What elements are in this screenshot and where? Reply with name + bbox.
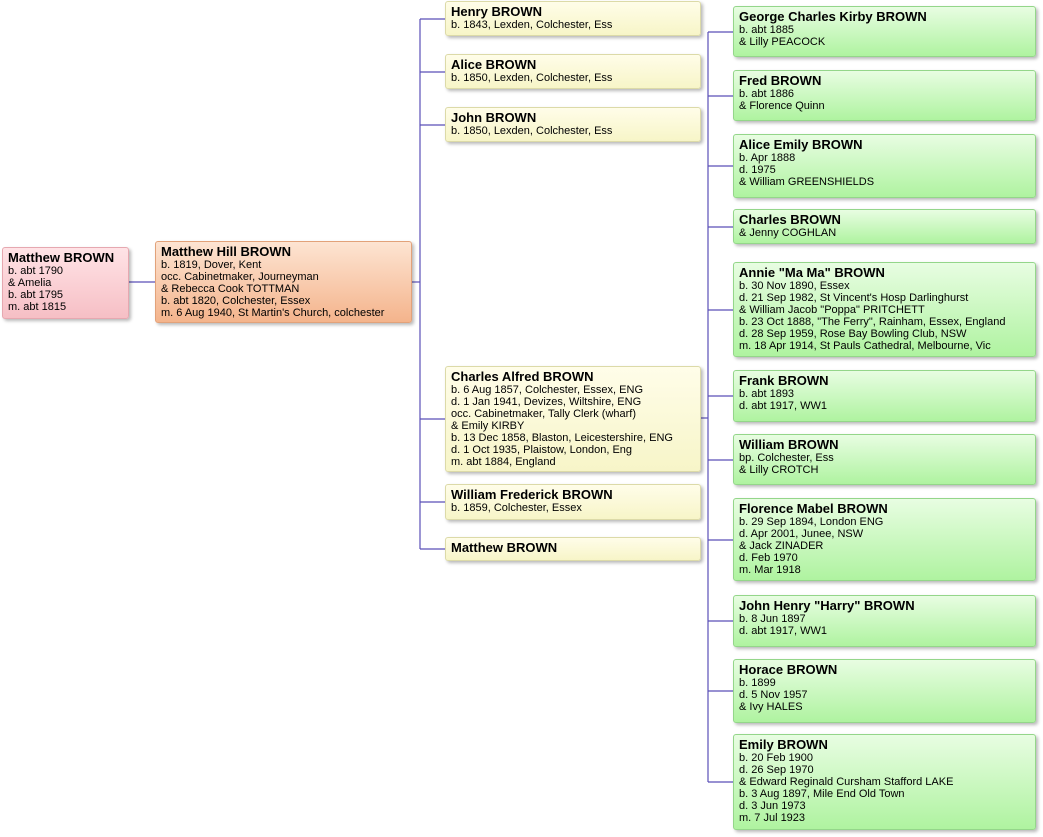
person-detail: b. 1850, Lexden, Colchester, Ess: [451, 125, 613, 137]
person-name: Emily BROWN: [739, 737, 828, 752]
person-detail: m. 7 Jul 1923: [739, 812, 806, 824]
person-detail: bp. Colchester, Ess: [739, 452, 834, 464]
person-detail: d. 3 Jun 1973: [739, 800, 806, 812]
person-detail: b. 29 Sep 1894, London ENG: [739, 516, 884, 528]
person-detail: d. 1 Oct 1935, Plaistow, London, Eng: [451, 444, 633, 456]
person-detail: b. abt 1795: [8, 289, 64, 301]
person-detail: b. abt 1893: [739, 388, 795, 400]
person-name: Alice BROWN: [451, 57, 537, 72]
person-detail: b. abt 1820, Colchester, Essex: [161, 295, 311, 307]
person-name: Henry BROWN: [451, 4, 543, 19]
person-detail: m. abt 1884, England: [451, 456, 556, 468]
person-detail: m. abt 1815: [8, 301, 67, 313]
person-name: Charles BROWN: [739, 212, 841, 227]
person-detail: b. 23 Oct 1888, "The Ferry", Rainham, Es…: [739, 316, 1006, 328]
person-name: Alice Emily BROWN: [739, 137, 863, 152]
person-box[interactable]: Charles BROWN& Jenny COGHLAN: [733, 209, 1036, 244]
person-detail: d. Feb 1970: [739, 552, 798, 564]
person-detail: occ. Cabinetmaker, Journeyman: [161, 271, 319, 283]
person-detail: b. 1859, Colchester, Essex: [451, 502, 582, 514]
person-detail: & Amelia: [8, 277, 52, 289]
person-detail: b. 8 Jun 1897: [739, 613, 806, 625]
person-detail: d. 28 Sep 1959, Rose Bay Bowling Club, N…: [739, 328, 967, 340]
person-detail: & Jenny COGHLAN: [739, 227, 837, 239]
person-detail: b. 1843, Lexden, Colchester, Ess: [451, 19, 613, 31]
person-detail: d. 1975: [739, 164, 776, 176]
person-detail: b. 6 Aug 1857, Colchester, Essex, ENG: [451, 384, 643, 396]
person-name: John BROWN: [451, 110, 537, 125]
person-detail: d. 26 Sep 1970: [739, 764, 814, 776]
person-detail: & Lilly PEACOCK: [739, 36, 826, 48]
person-name: Matthew BROWN: [8, 250, 115, 265]
person-name: William Frederick BROWN: [451, 487, 613, 502]
person-name: Charles Alfred BROWN: [451, 369, 594, 384]
person-name: Frank BROWN: [739, 373, 829, 388]
person-detail: & William Jacob "Poppa" PRITCHETT: [739, 304, 925, 316]
person-detail: d. 1 Jan 1941, Devizes, Wiltshire, ENG: [451, 396, 642, 408]
person-name: Annie "Ma Ma" BROWN: [739, 265, 885, 280]
person-name: Florence Mabel BROWN: [739, 501, 888, 516]
person-detail: & William GREENSHIELDS: [739, 176, 875, 188]
person-detail: b. 13 Dec 1858, Blaston, Leicestershire,…: [451, 432, 673, 444]
person-detail: d. 21 Sep 1982, St Vincent's Hosp Darlin…: [739, 292, 969, 304]
person-detail: & Edward Reginald Cursham Stafford LAKE: [739, 776, 954, 788]
person-detail: b. abt 1886: [739, 88, 795, 100]
person-detail: b. 30 Nov 1890, Essex: [739, 280, 850, 292]
person-detail: & Rebecca Cook TOTTMAN: [161, 283, 300, 295]
person-detail: b. 1899: [739, 677, 776, 689]
person-detail: d. Apr 2001, Junee, NSW: [739, 528, 864, 540]
person-detail: d. abt 1917, WW1: [739, 625, 828, 637]
person-detail: b. 1850, Lexden, Colchester, Ess: [451, 72, 613, 84]
person-detail: & Lilly CROTCH: [739, 464, 819, 476]
person-detail: occ. Cabinetmaker, Tally Clerk (wharf): [451, 408, 637, 420]
person-detail: b. 3 Aug 1897, Mile End Old Town: [739, 788, 905, 800]
person-name: Horace BROWN: [739, 662, 838, 677]
person-detail: & Emily KIRBY: [451, 420, 525, 432]
person-detail: d. abt 1917, WW1: [739, 400, 828, 412]
person-detail: d. 5 Nov 1957: [739, 689, 808, 701]
person-name: John Henry "Harry" BROWN: [739, 598, 915, 613]
person-name: William BROWN: [739, 437, 839, 452]
person-detail: m. 18 Apr 1914, St Pauls Cathedral, Melb…: [739, 340, 991, 352]
person-detail: & Jack ZINADER: [739, 540, 824, 552]
person-detail: & Florence Quinn: [739, 100, 825, 112]
person-name: Matthew Hill BROWN: [161, 244, 291, 259]
person-name: Matthew BROWN: [451, 540, 558, 555]
person-name: Fred BROWN: [739, 73, 822, 88]
person-detail: m. 6 Aug 1940, St Martin's Church, colch…: [161, 307, 385, 319]
person-detail: b. abt 1790: [8, 265, 64, 277]
person-detail: b. 1819, Dover, Kent: [161, 259, 262, 271]
person-detail: b. 20 Feb 1900: [739, 752, 814, 764]
person-detail: m. Mar 1918: [739, 564, 801, 576]
person-detail: & Ivy HALES: [739, 701, 803, 713]
person-detail: b. Apr 1888: [739, 152, 796, 164]
person-detail: b. abt 1885: [739, 24, 795, 36]
person-box[interactable]: Matthew BROWN: [445, 537, 701, 561]
person-name: George Charles Kirby BROWN: [739, 9, 927, 24]
